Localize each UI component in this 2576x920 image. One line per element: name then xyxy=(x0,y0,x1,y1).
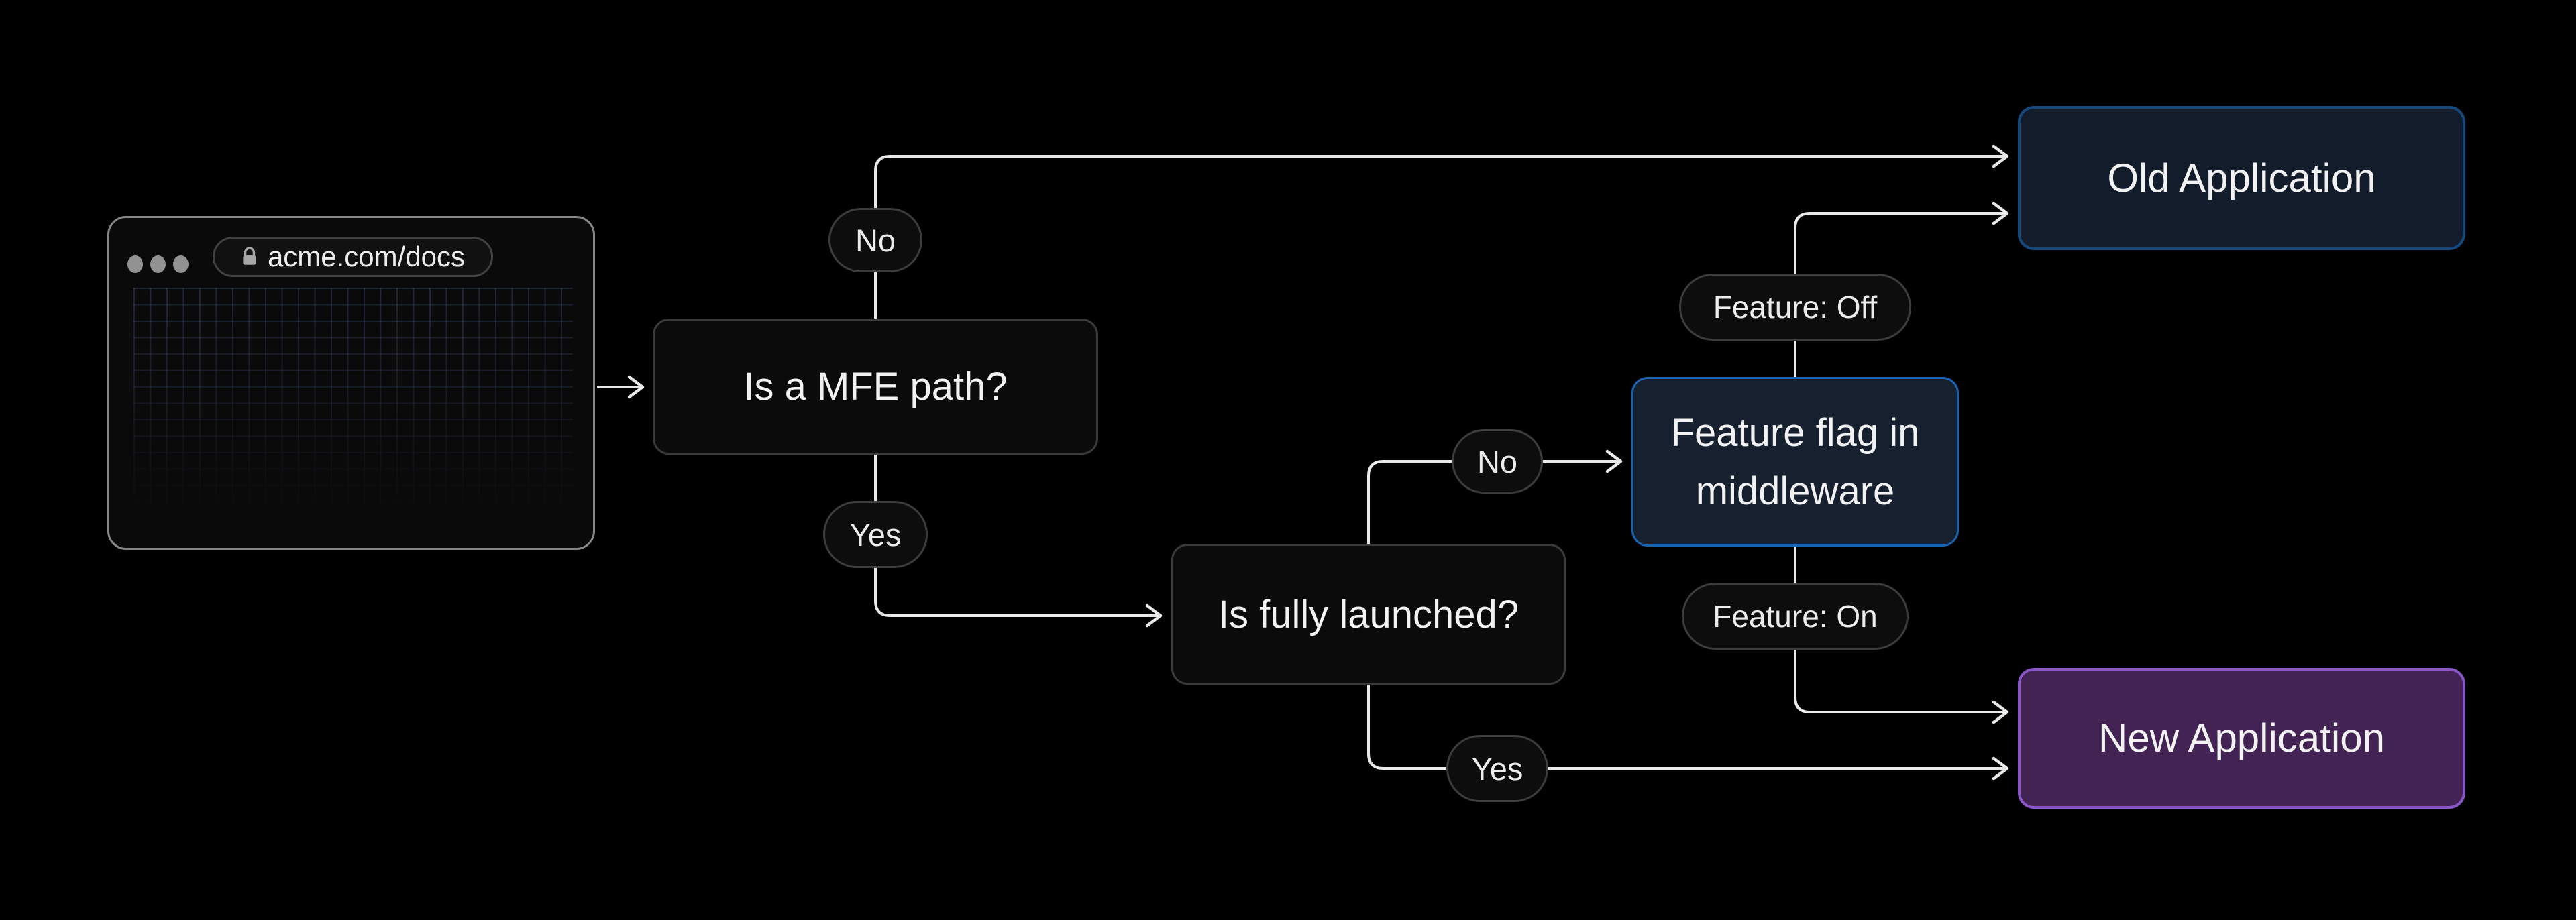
window-control-dot xyxy=(150,255,166,273)
edge-label-text: Yes xyxy=(1471,750,1523,787)
node-mfe-path: Is a MFE path? xyxy=(653,319,1098,455)
node-feature-flag-middleware: Feature flag in middleware xyxy=(1631,377,1959,547)
node-label: Old Application xyxy=(2107,155,2376,200)
window-control-dot xyxy=(127,255,143,273)
connector-mfe-no-to-old xyxy=(874,144,2009,320)
window-controls xyxy=(127,255,189,273)
connector-flag-off-to-old xyxy=(1794,201,2009,378)
edge-label-text: No xyxy=(1477,443,1518,479)
edge-label-mfe-yes: Yes xyxy=(823,501,928,568)
edge-label-text: Feature: On xyxy=(1713,599,1878,634)
edge-label-feature-off: Feature: Off xyxy=(1679,274,1911,341)
edge-label-mfe-no: No xyxy=(828,208,922,272)
edge-label-launched-no: No xyxy=(1452,429,1543,494)
url-bar: acme.com/docs xyxy=(213,237,493,277)
node-fully-launched: Is fully launched? xyxy=(1171,544,1566,685)
window-control-dot xyxy=(173,255,189,273)
browser-window: acme.com/docs xyxy=(107,216,595,550)
lock-icon xyxy=(243,247,256,265)
connector-flag-on-to-new xyxy=(1794,545,2009,724)
browser-grid xyxy=(133,288,573,537)
node-new-application: New Application xyxy=(2018,668,2465,809)
edge-label-text: Feature: Off xyxy=(1713,290,1878,325)
edge-label-text: No xyxy=(855,222,896,258)
node-old-application: Old Application xyxy=(2018,106,2465,250)
node-label: Is fully launched? xyxy=(1218,592,1519,636)
node-label: Feature flag in middleware xyxy=(1670,410,1920,513)
edge-label-launched-yes: Yes xyxy=(1446,735,1548,802)
edge-label-feature-on: Feature: On xyxy=(1682,583,1909,650)
connector-mfe-yes-to-launched xyxy=(874,453,1163,628)
connector-launched-no-to-flag xyxy=(1367,449,1623,545)
node-label: New Application xyxy=(2098,715,2385,760)
connector-launched-yes-to-new xyxy=(1367,683,2009,781)
node-label: Is a MFE path? xyxy=(743,365,1008,408)
url-text: acme.com/docs xyxy=(267,241,466,272)
edge-label-text: Yes xyxy=(849,516,902,553)
